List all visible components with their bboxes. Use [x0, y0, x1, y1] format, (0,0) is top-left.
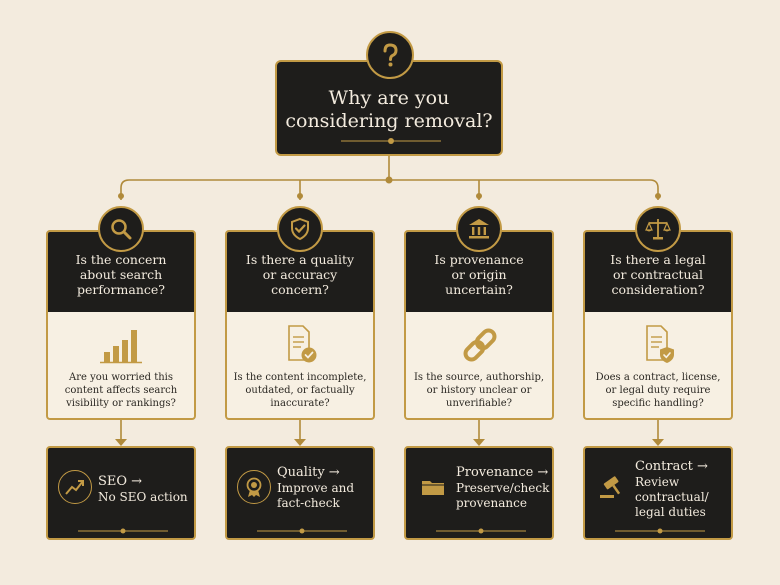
- ornament-divider: [436, 528, 526, 534]
- shield-check-icon: [277, 206, 323, 252]
- search-question-card: Is the concern about search performance?…: [46, 230, 196, 420]
- provenance-outcome-card: Provenance → Preserve/check provenance: [404, 446, 554, 540]
- quality-outcome-card: Quality → Improve and fact-check: [225, 446, 375, 540]
- chain-link-icon: [463, 328, 497, 362]
- seo-outcome-card: SEO → No SEO action: [46, 446, 196, 540]
- seo-outcome-title: SEO →: [98, 474, 143, 489]
- legal-question-card: Is there a legal or contractual consider…: [583, 230, 733, 420]
- provenance-detail: Is the source, authorship, or history un…: [413, 372, 545, 409]
- contract-outcome-action: Review contractual/ legal duties: [635, 475, 709, 519]
- scales-icon: [635, 206, 681, 252]
- institution-icon: [456, 206, 502, 252]
- ornament-divider: [257, 528, 347, 534]
- seo-outcome-action: No SEO action: [98, 490, 188, 504]
- quality-question: Is there a quality or accuracy concern?: [245, 252, 355, 297]
- quality-detail: Is the content incomplete, outdated, or …: [233, 372, 367, 409]
- provenance-question-card: Is provenance or origin uncertain? Is th…: [404, 230, 554, 420]
- legal-question: Is there a legal or contractual consider…: [610, 252, 706, 297]
- provenance-outcome-title: Provenance →: [456, 465, 549, 480]
- contract-outcome-card: Contract → Review contractual/ legal dut…: [583, 446, 733, 540]
- quality-outcome-action: Improve and fact-check: [277, 481, 355, 510]
- question-mark-icon: [366, 31, 414, 79]
- quality-question-card: Is there a quality or accuracy concern? …: [225, 230, 375, 420]
- contract-outcome-title: Contract →: [635, 459, 708, 474]
- trend-up-icon: [58, 470, 92, 504]
- root-question: Why are you considering removal?: [285, 87, 493, 132]
- award-ribbon-icon: [237, 470, 271, 504]
- provenance-outcome-action: Preserve/check provenance: [456, 481, 550, 510]
- search-question: Is the concern about search performance?: [75, 252, 167, 297]
- search-detail: Are you worried this content affects sea…: [64, 372, 178, 409]
- document-shield-icon: [646, 325, 674, 363]
- ornament-divider: [615, 528, 705, 534]
- legal-detail: Does a contract, license, or legal duty …: [595, 372, 721, 409]
- ornament-divider: [78, 528, 168, 534]
- quality-outcome-title: Quality →: [277, 465, 340, 480]
- folder-icon: [416, 470, 450, 504]
- provenance-question: Is provenance or origin uncertain?: [434, 252, 524, 297]
- ornament-divider: [341, 138, 441, 144]
- magnifier-icon: [98, 206, 144, 252]
- gavel-icon: [595, 470, 629, 504]
- bar-chart-icon: [100, 330, 142, 364]
- document-check-icon: [288, 325, 317, 363]
